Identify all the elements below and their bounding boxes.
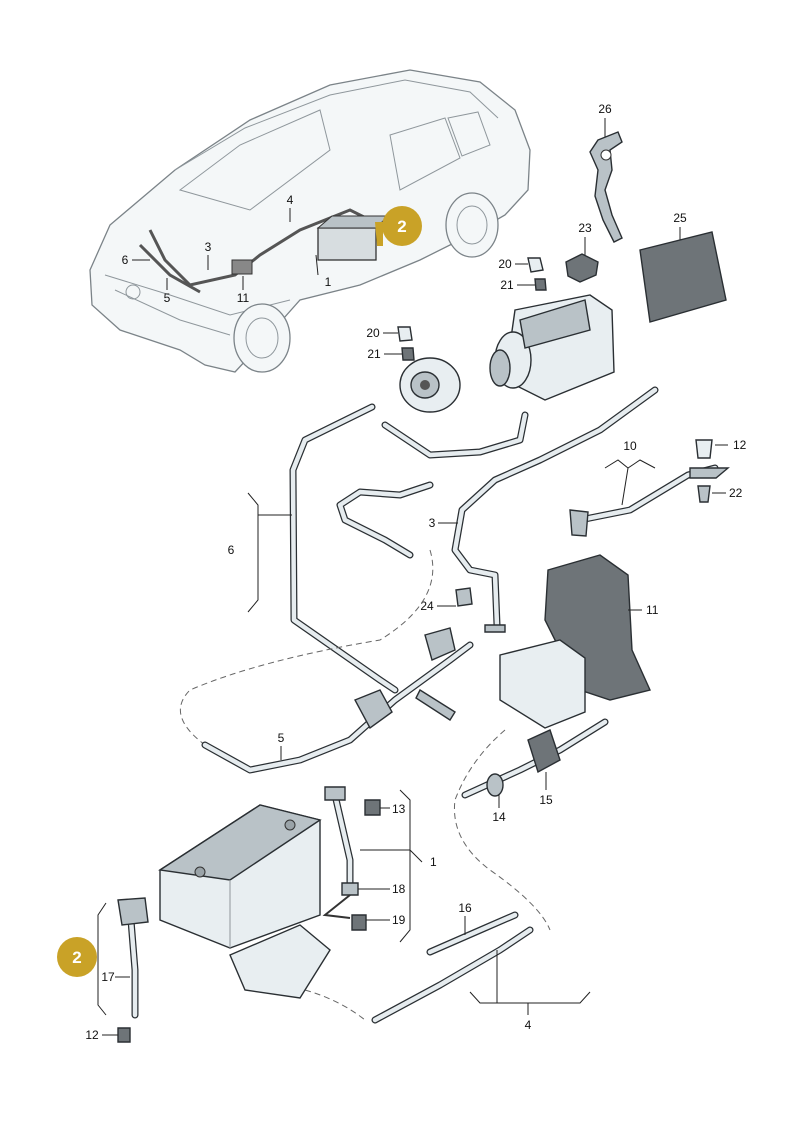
label-26: 26 — [598, 102, 612, 116]
label-10: 10 — [623, 439, 637, 453]
fuse-box-11 — [499, 554, 651, 729]
label-17: 17 — [101, 970, 115, 984]
bracket-26 — [589, 131, 623, 243]
label-19: 19 — [392, 913, 406, 927]
connector-23 — [565, 253, 599, 283]
callout-2-bottom-text: 2 — [72, 948, 81, 967]
callout-2-bottom[interactable]: 2 — [57, 937, 97, 977]
label-20-b: 20 — [366, 326, 380, 340]
label-4-car: 4 — [287, 193, 294, 207]
label-6-car: 6 — [122, 253, 129, 267]
label-18: 18 — [392, 882, 406, 896]
vehicle-illustration — [89, 69, 531, 373]
label-3-car: 3 — [205, 240, 212, 254]
starter-motor — [489, 294, 615, 401]
callout-2-top-text: 2 — [397, 217, 406, 236]
label-20-a: 20 — [498, 257, 512, 271]
label-5-car: 5 — [164, 291, 171, 305]
label-11-car: 11 — [237, 291, 250, 305]
label-12-b: 12 — [85, 1028, 99, 1042]
label-13: 13 — [392, 802, 406, 816]
label-6: 6 — [228, 543, 235, 557]
label-25: 25 — [673, 211, 687, 225]
label-12-a: 12 — [733, 438, 747, 452]
label-23: 23 — [578, 221, 592, 235]
label-24: 24 — [420, 599, 434, 613]
label-21-b: 21 — [367, 347, 381, 361]
label-11: 11 — [646, 603, 659, 617]
label-3: 3 — [429, 516, 436, 530]
label-16: 16 — [458, 901, 472, 915]
battery — [158, 804, 322, 949]
label-21-a: 21 — [500, 278, 514, 292]
label-5: 5 — [278, 731, 285, 745]
callout-2-top[interactable]: 2 — [382, 206, 422, 246]
label-4: 4 — [525, 1018, 532, 1032]
battery-detail — [229, 924, 331, 999]
heat-shield-25 — [639, 231, 727, 323]
label-22: 22 — [729, 486, 743, 500]
label-15: 15 — [539, 793, 553, 807]
label-1: 1 — [430, 855, 437, 869]
label-14: 14 — [492, 810, 506, 824]
alternator — [399, 357, 461, 413]
label-1-car: 1 — [325, 275, 332, 289]
